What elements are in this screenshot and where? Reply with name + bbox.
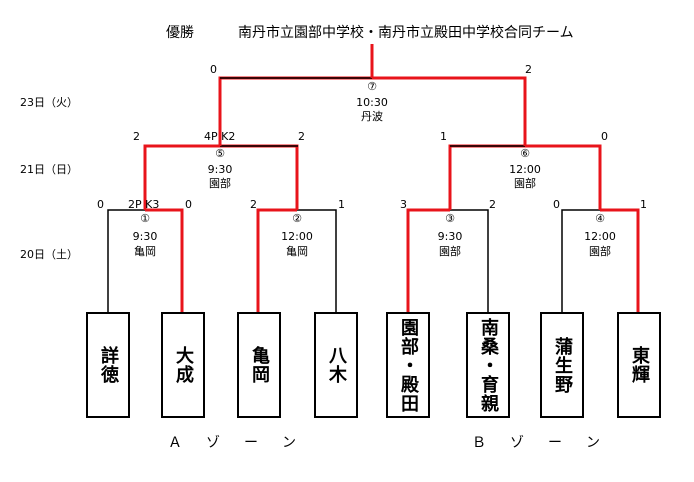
team-box-7: 蒲生野 xyxy=(540,312,584,418)
m7-venue: 丹波 xyxy=(361,110,383,123)
zone-b-char-4: ン xyxy=(586,435,600,451)
m6-time: 12:00 xyxy=(509,163,541,176)
team-box-6: 南桑・育親 xyxy=(466,312,510,418)
team-box-2: 大成 xyxy=(161,312,205,418)
line-team-8 xyxy=(600,208,640,312)
m6-number: ⑥ xyxy=(520,147,530,160)
team-name-5: 園部・殿田 xyxy=(398,317,419,413)
zone-b-char-2: ゾ xyxy=(510,435,524,451)
m7-time: 10:30 xyxy=(356,96,388,109)
line-team-4 xyxy=(297,209,337,312)
m4-time: 12:00 xyxy=(584,230,616,243)
line-m5-up xyxy=(218,76,372,146)
m7-score-right: 2 xyxy=(525,63,532,76)
m1-venue: 亀岡 xyxy=(134,245,156,258)
line-m2-up xyxy=(220,144,299,210)
line-team-3 xyxy=(256,208,297,312)
m2-venue: 亀岡 xyxy=(286,245,308,258)
team-box-5: 園部・殿田 xyxy=(386,312,430,418)
m5-pk: 4P K2 xyxy=(204,130,236,143)
m4-number: ④ xyxy=(595,212,605,225)
team-name-8: 東輝 xyxy=(629,346,650,384)
m1-score-right: 0 xyxy=(185,198,192,211)
zone-b-char-1: Ｂ xyxy=(472,435,486,451)
m4-score-right: 1 xyxy=(640,198,647,211)
zone-b-char-3: ー xyxy=(548,435,562,451)
m3-venue: 園部 xyxy=(439,245,461,258)
m4-venue: 園部 xyxy=(589,245,611,258)
m1-score-left: 0 xyxy=(97,198,104,211)
team-box-1: 詳徳 xyxy=(86,312,130,418)
line-team-1 xyxy=(107,209,145,312)
m7-number: ⑦ xyxy=(367,80,377,93)
m2-number: ② xyxy=(292,212,302,225)
m3-score-right: 2 xyxy=(489,198,496,211)
m6-score-left: 1 xyxy=(440,130,447,143)
m5-venue: 園部 xyxy=(209,177,231,190)
m5-score-right: 2 xyxy=(298,130,305,143)
team-name-6: 南桑・育親 xyxy=(478,317,499,413)
zone-a-char-1: Ａ xyxy=(168,435,182,451)
champion-team: 南丹市立園部中学校・南丹市立殿田中学校合同チーム xyxy=(238,25,574,41)
team-box-3: 亀岡 xyxy=(237,312,281,418)
team-box-8: 東輝 xyxy=(617,312,661,418)
line-m4-up xyxy=(525,144,602,210)
team-name-7: 蒲生野 xyxy=(552,336,573,394)
m4-score-left: 0 xyxy=(553,198,560,211)
team-name-2: 大成 xyxy=(173,346,194,384)
team-box-4: 八木 xyxy=(314,312,358,418)
m7-score-left: 0 xyxy=(210,63,217,76)
champion-label: 優勝 xyxy=(166,25,194,41)
m3-number: ③ xyxy=(445,212,455,225)
m2-time: 12:00 xyxy=(281,230,313,243)
zone-a-char-3: ー xyxy=(244,435,258,451)
round-date-semifinal: 21日（日） xyxy=(20,163,78,176)
line-team-7 xyxy=(561,209,600,312)
m5-number: ⑤ xyxy=(215,147,225,160)
m5-score-left: 2 xyxy=(133,130,140,143)
zone-a-char-2: ゾ xyxy=(206,435,220,451)
zone-a-char-4: ン xyxy=(282,435,296,451)
team-name-4: 八木 xyxy=(326,346,347,384)
m3-score-left: 3 xyxy=(400,198,407,211)
team-name-3: 亀岡 xyxy=(249,346,270,384)
round-date-final: 23日（火） xyxy=(20,96,78,109)
m1-pk: 2P K3 xyxy=(128,198,160,211)
m2-score-left: 2 xyxy=(250,198,257,211)
m1-time: 9:30 xyxy=(132,230,158,243)
line-m1-up xyxy=(143,144,220,210)
line-team-2 xyxy=(145,208,184,312)
line-m6-up xyxy=(372,76,527,146)
round-date-first: 20日（土） xyxy=(20,248,78,261)
team-name-1: 詳徳 xyxy=(98,346,119,384)
line-team-6 xyxy=(450,209,489,312)
m1-number: ① xyxy=(140,212,150,225)
line-team-5 xyxy=(406,208,450,312)
m6-score-right: 0 xyxy=(601,130,608,143)
m3-time: 9:30 xyxy=(437,230,463,243)
m2-score-right: 1 xyxy=(338,198,345,211)
m5-time: 9:30 xyxy=(207,163,233,176)
m6-venue: 園部 xyxy=(514,177,536,190)
